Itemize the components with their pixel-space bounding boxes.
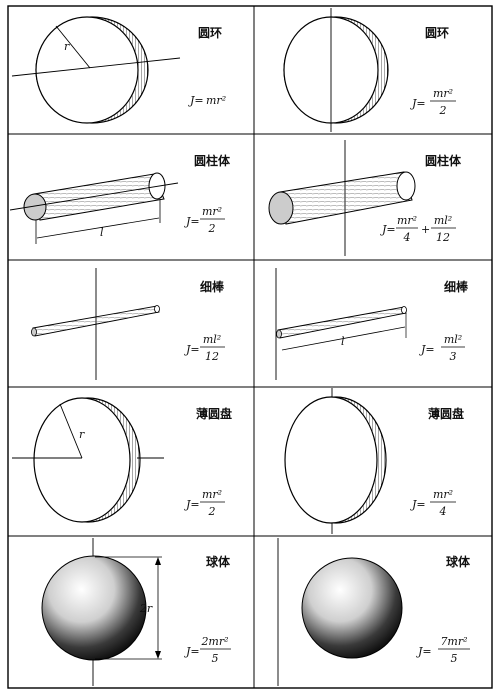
formula-denominator: 5 [451, 652, 458, 665]
formula-numerator: 7mr² [440, 635, 467, 648]
cell-rod-end-axis: l 细棒 J= ml² 3 [275, 268, 469, 380]
title: 细棒 [444, 279, 469, 294]
formula-prefix: J= [380, 223, 396, 236]
formula-numerator: 2mr² [200, 635, 228, 648]
formula-denominator: 3 [450, 350, 457, 363]
cell-sphere-tangent-axis: 球体 J= 7mr² 5 [277, 538, 471, 686]
formula-plus: + [421, 223, 430, 236]
formula-numerator-2: ml² [434, 214, 452, 227]
cell-cylinder-central-axis: l 圆柱体 J= mr² 2 [9, 153, 231, 244]
title: 圆环 [425, 26, 449, 40]
title: 薄圆盘 [196, 406, 232, 421]
formula-denominator: 12 [205, 350, 219, 363]
formula-numerator: ml² [444, 333, 462, 346]
formula-denominator-2: 12 [436, 231, 450, 244]
formula-denominator: 2 [208, 222, 216, 235]
formula-prefix: J= [184, 343, 200, 356]
title: 圆柱体 [194, 153, 231, 168]
radius-label: r [64, 40, 70, 53]
title: 球体 [206, 554, 231, 569]
formula-numerator: mr² [433, 488, 453, 501]
formula-prefix: J= [416, 645, 432, 658]
cell-hoop-diameter-axis: r 圆环 J= mr² [11, 16, 226, 124]
title: 圆柱体 [425, 153, 462, 168]
title: 球体 [446, 554, 471, 569]
formula-prefix: J= [410, 97, 426, 110]
formula-numerator: mr² [202, 205, 222, 218]
length-label: l [341, 335, 345, 348]
cell-hoop-central-axis: 圆环 J= mr² 2 [283, 8, 456, 132]
cell-cylinder-perpendicular-axis: 圆柱体 J= mr² 4 + ml² 12 [268, 140, 462, 256]
cell-disc-diameter-axis: 薄圆盘 J= mr² 4 [284, 388, 464, 534]
formula-denominator: 5 [212, 652, 219, 665]
formula-value: mr² [206, 94, 226, 107]
title: 细棒 [200, 279, 225, 294]
table-grid [7, 5, 493, 689]
radius-label: r [79, 428, 85, 441]
formula-prefix: J= [410, 498, 426, 511]
formula-prefix: J= [184, 645, 200, 658]
formula-prefix: J= [419, 343, 435, 356]
formula-numerator: mr² [397, 214, 417, 227]
title: 薄圆盘 [428, 406, 464, 421]
formula-numerator: ml² [203, 333, 221, 346]
formula-prefix: J= [184, 215, 200, 228]
cell-disc-central-axis: r 薄圆盘 J= mr² 2 [12, 397, 232, 523]
length-label: l [100, 226, 104, 239]
formula-numerator: mr² [433, 87, 453, 100]
cell-sphere-diameter-axis: 2r 球体 J= 2mr² 5 [41, 538, 231, 686]
formula-numerator: mr² [202, 488, 222, 501]
formula-denominator: 2 [208, 505, 216, 518]
formula-prefix: J= [184, 498, 200, 511]
title: 圆环 [198, 26, 222, 40]
formula-denominator: 2 [439, 104, 447, 117]
formula-prefix: J= [188, 94, 204, 107]
formula-denominator: 4 [439, 505, 447, 518]
diameter-label: 2r [139, 602, 153, 615]
cell-rod-center-axis: 细棒 J= ml² 12 [31, 268, 225, 380]
formula-denominator: 4 [403, 231, 411, 244]
